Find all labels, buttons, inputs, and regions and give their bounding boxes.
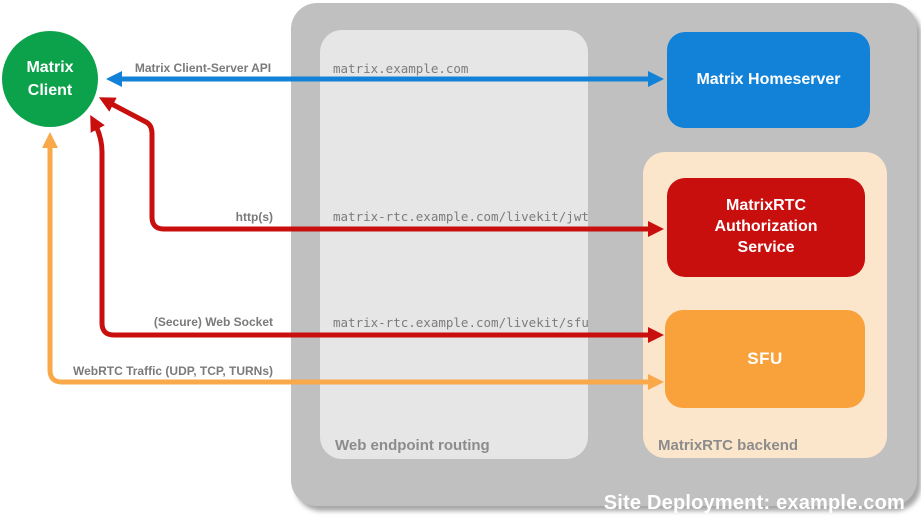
site-deployment-label: Site Deployment: example.com <box>603 492 905 514</box>
websocket-label: (Secure) Web Socket <box>153 315 273 329</box>
sfu-node: SFU <box>665 310 865 408</box>
matrix-client-label: Matrix Client <box>26 58 74 99</box>
matrixrtc-auth-service-node: MatrixRTC Authorization Service <box>667 178 865 277</box>
web-endpoint-routing-box <box>320 30 588 459</box>
endpoint-url-jwt: matrix-rtc.example.com/livekit/jwt <box>333 209 589 224</box>
matrix-homeserver-node: Matrix Homeserver <box>667 32 870 128</box>
sfu-label: SFU <box>747 349 783 368</box>
matrixrtc-backend-label: MatrixRTC backend <box>658 437 799 454</box>
https-label: http(s) <box>235 210 273 224</box>
endpoint-url-sfu: matrix-rtc.example.com/livekit/sfu <box>333 315 589 330</box>
matrixrtc-auth-service-label: MatrixRTC Authorization Service <box>714 197 818 256</box>
matrix-homeserver-label: Matrix Homeserver <box>696 71 841 88</box>
web-endpoint-routing-label: Web endpoint routing <box>335 437 490 454</box>
matrix-client-node: Matrix Client <box>2 31 98 127</box>
client-server-api-label: Matrix Client-Server API <box>134 61 272 75</box>
webrtc-label: WebRTC Traffic (UDP, TCP, TURNs) <box>72 364 273 378</box>
endpoint-url-homeserver: matrix.example.com <box>333 61 469 76</box>
